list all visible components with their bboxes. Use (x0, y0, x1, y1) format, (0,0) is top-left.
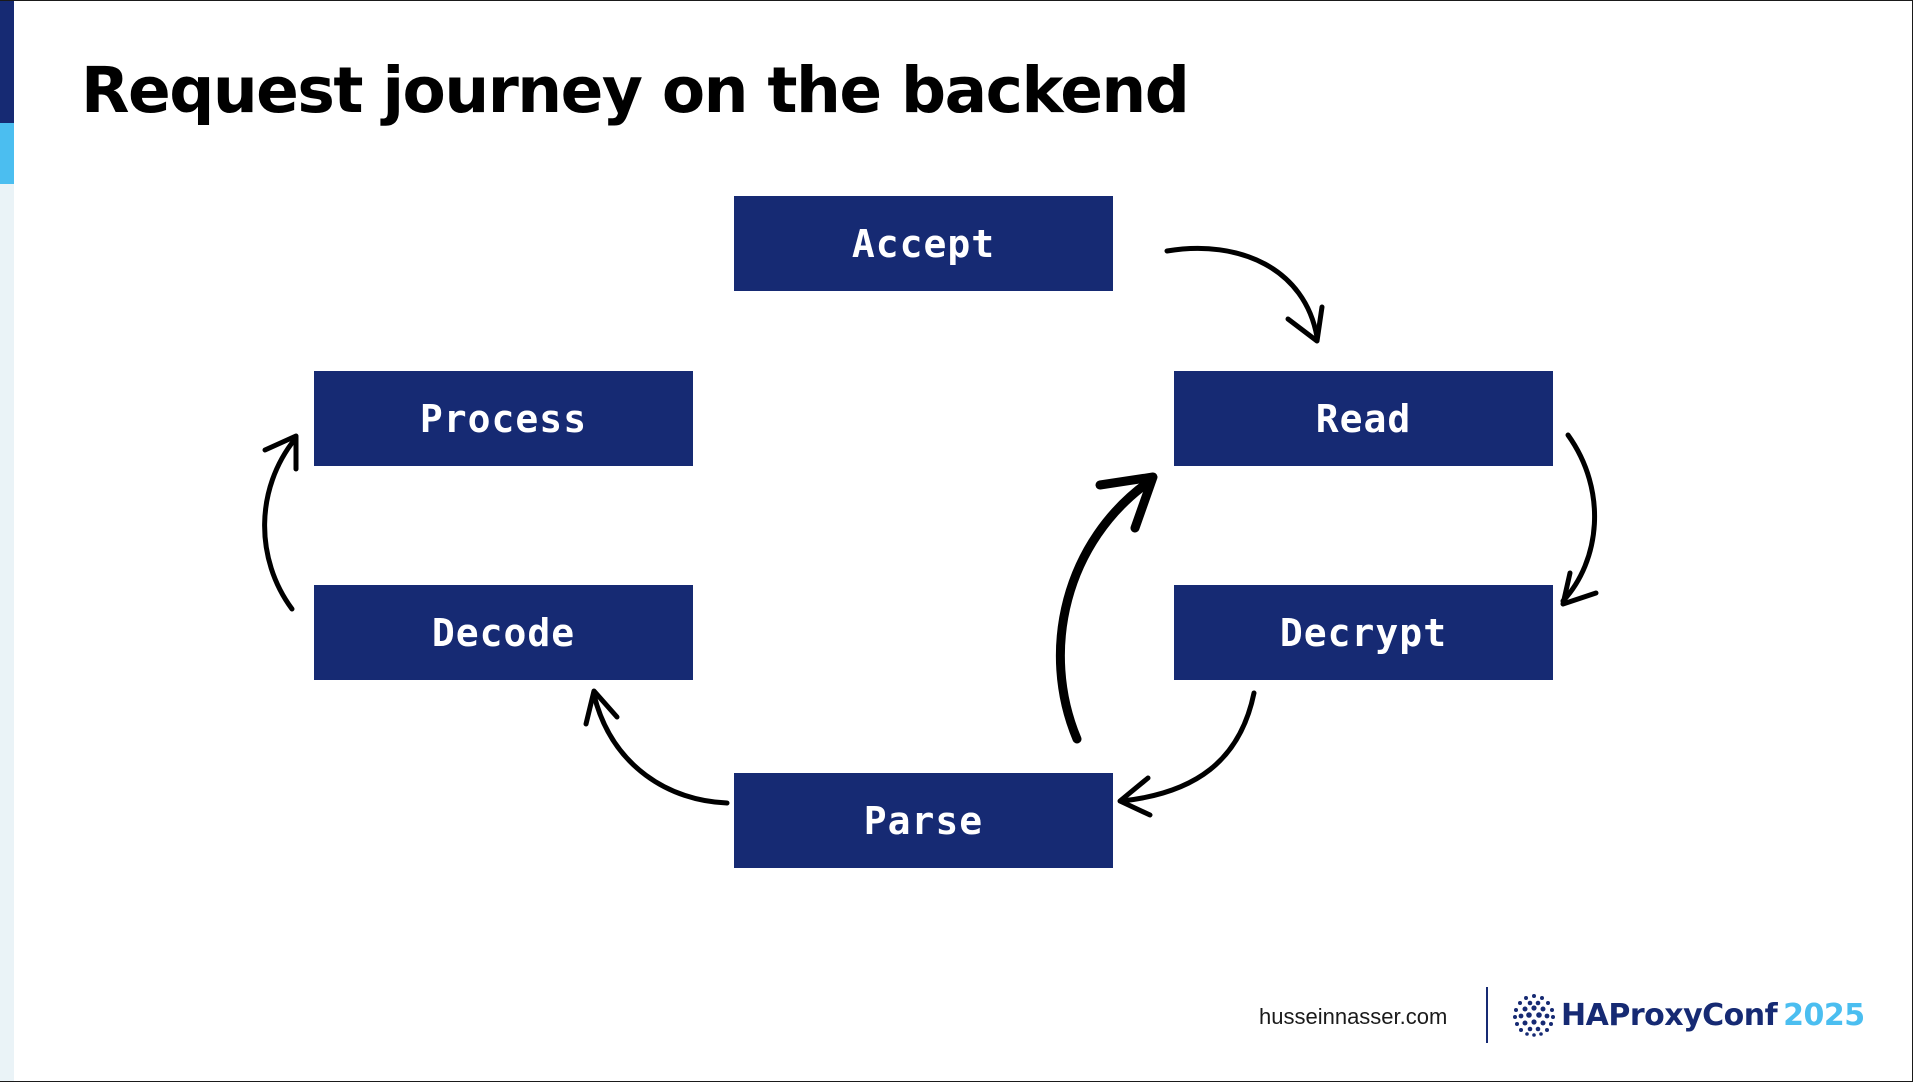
node-read-label: Read (1315, 396, 1412, 441)
accent-bar-light (0, 123, 14, 184)
footer-website: husseinnasser.com (1259, 1004, 1448, 1029)
accent-bar-pale (0, 184, 14, 1081)
haproxy-globe-icon (1513, 994, 1555, 1037)
node-decode: Decode (314, 585, 693, 680)
footer-divider (1486, 987, 1488, 1043)
node-decode-label: Decode (431, 610, 576, 655)
node-decrypt-label: Decrypt (1279, 610, 1448, 655)
node-accept: Accept (734, 196, 1113, 291)
brand-year: 2025 (1783, 997, 1865, 1033)
conference-logo: HAProxyConf 2025 (1511, 991, 1865, 1039)
node-process-label: Process (419, 396, 588, 441)
node-decrypt: Decrypt (1174, 585, 1553, 680)
slide-title: Request journey on the backend (81, 54, 1190, 127)
node-parse: Parse (734, 773, 1113, 868)
arrow-parse-to-decode (583, 688, 730, 806)
arrow-parse-to-read (1055, 472, 1158, 744)
arrow-decode-to-process (262, 433, 299, 612)
arrow-decrypt-to-parse (1117, 690, 1257, 818)
node-process: Process (314, 371, 693, 466)
node-accept-label: Accept (851, 221, 996, 266)
node-read: Read (1174, 371, 1553, 466)
accent-bar-dark (0, 1, 14, 123)
node-parse-label: Parse (863, 798, 984, 843)
arrow-read-to-decrypt (1560, 432, 1599, 607)
arrow-accept-to-read (1164, 245, 1325, 344)
brand-name: HAProxyConf (1561, 997, 1778, 1033)
